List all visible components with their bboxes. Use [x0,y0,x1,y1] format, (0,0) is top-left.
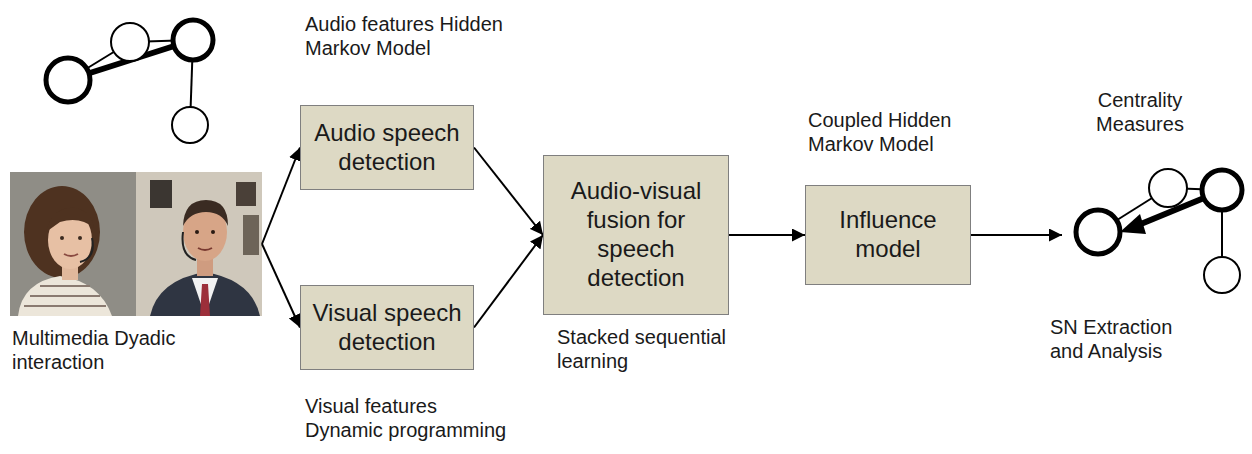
eye [195,230,199,234]
eye [60,236,64,240]
graph-node [1149,169,1187,207]
stripes [24,286,106,306]
box-text: Visual speech detection [307,299,467,357]
graph-node [1204,257,1240,293]
hair [183,200,228,226]
process-box: Influence model [805,185,971,285]
mouth [198,248,212,250]
graph-arrowhead [1120,214,1146,234]
headset [183,232,196,260]
headset [80,238,93,262]
picture-frame [236,182,256,206]
process-box: Audio-visual fusion for speech detection [543,155,729,315]
network-graph: Centrality MeasuresSN Extraction and Ana… [1062,163,1250,307]
video-frame: Multimedia Dyadic interaction [10,172,262,316]
graph-node [173,20,213,60]
flow-arrow [262,148,300,245]
photo-background [10,172,136,316]
clothing [18,276,112,316]
eye [78,236,82,240]
suit [150,272,260,316]
video-photo [10,172,262,316]
caption-text: Centrality Measures [1093,88,1187,136]
process-box: Audio speech detection [300,105,474,190]
network-icon [46,20,213,143]
annotation-label: Stacked sequential learning [557,325,729,373]
flow-arrow [474,148,543,236]
mouth [64,254,78,256]
eye [211,230,215,234]
picture-frame [243,215,259,255]
graph-node [111,23,149,61]
caption-text: SN Extraction and Analysis [1050,315,1177,363]
photo-background [136,172,262,316]
flow-arrow [262,244,300,328]
box-text: Audio speech detection [307,119,467,177]
flow-arrow [971,234,1062,236]
annotation-label: Visual features Dynamic programming [305,394,511,442]
process-box: Visual speech detection [300,285,474,370]
graph-node [1076,210,1120,254]
flow-arrow [729,234,805,236]
caption-text: Multimedia Dyadic interaction [12,326,176,374]
graph-node [172,107,208,143]
network-icon [1076,169,1242,293]
hair [46,208,94,232]
tie [200,284,210,316]
graph-node [46,58,90,102]
annotation-label: Coupled Hidden Markov Model [808,108,956,156]
graph-node [1202,170,1242,210]
annotation-label: Audio features Hidden Markov Model [305,12,505,60]
hair [24,186,100,278]
picture-frame [150,180,172,208]
box-text: Audio-visual fusion for speech detection [550,177,722,292]
box-text: Influence model [812,206,964,264]
shirt [192,278,218,316]
flow-arrow [474,235,543,328]
